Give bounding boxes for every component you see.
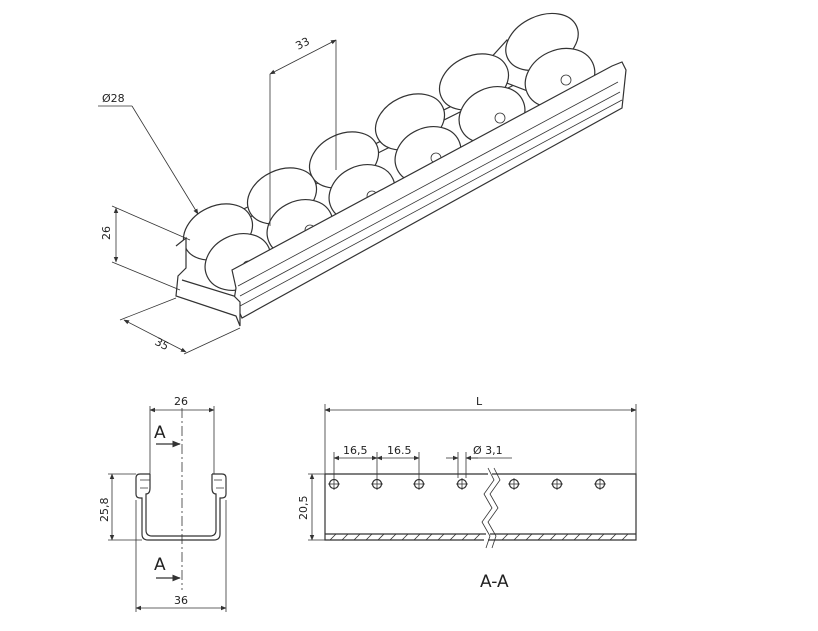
width-label: 35 bbox=[153, 335, 171, 353]
section-top-dim: 26 bbox=[174, 395, 188, 408]
section-height-dim: 25,8 bbox=[98, 498, 111, 523]
height-label: 26 bbox=[100, 226, 113, 240]
pitch-label: 33 bbox=[293, 35, 311, 53]
diameter-label: Ø28 bbox=[102, 92, 125, 105]
section-title: A-A bbox=[480, 572, 509, 592]
section-bottom-dim: 36 bbox=[174, 594, 188, 607]
break-line-left bbox=[481, 467, 495, 549]
pitch-dim-1: 16,5 bbox=[343, 444, 368, 457]
pitch-dim-2: 16.5 bbox=[387, 444, 412, 457]
cut-label-bottom: A bbox=[154, 555, 166, 575]
hole-row bbox=[328, 478, 606, 490]
side-view: L 16,5 16.5 Ø 3,1 20,5 A-A bbox=[297, 395, 637, 592]
cut-label-top: A bbox=[154, 423, 166, 443]
side-height-dim: 20,5 bbox=[297, 496, 310, 521]
hole-dim: Ø 3,1 bbox=[473, 444, 503, 457]
isometric-view: Ø28 33 26 35 bbox=[98, 12, 627, 355]
front-rail bbox=[231, 61, 627, 319]
break-line-right bbox=[487, 467, 501, 549]
length-dim: L bbox=[476, 395, 483, 408]
section-view: A A 26 36 25,8 bbox=[98, 395, 227, 612]
section-profile bbox=[135, 473, 227, 541]
roller-5 bbox=[438, 53, 526, 144]
